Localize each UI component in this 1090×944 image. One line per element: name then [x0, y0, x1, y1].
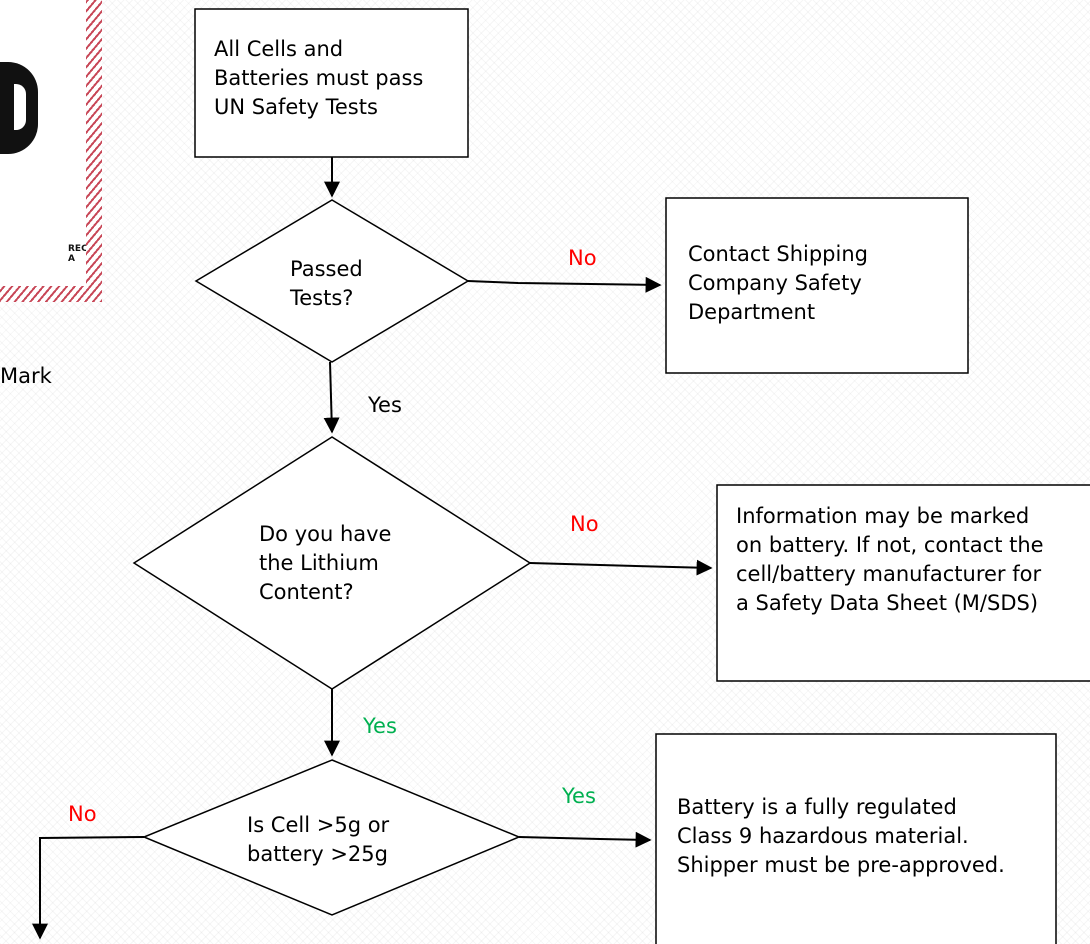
label-card-hatch-border-bottom	[0, 286, 102, 302]
contact-shipping-text: Contact Shipping Company Safety Departme…	[688, 242, 868, 324]
info-marked-text: Information may be marked on battery. If…	[736, 504, 1044, 615]
left-caption: Mark	[0, 364, 52, 388]
arrow-weight-no-down	[32, 836, 145, 940]
weight-no-label: No	[68, 802, 97, 826]
cell-weight-diamond	[142, 759, 521, 916]
cell-weight-text: Is Cell >5g or battery >25g	[247, 813, 390, 866]
contact-shipping-box	[665, 197, 969, 374]
label-card-text: REC A	[68, 244, 88, 264]
info-marked-box	[716, 484, 1090, 682]
lithium-yes-label: Yes	[363, 714, 397, 738]
fully-regulated-text: Battery is a fully regulated Class 9 haz…	[677, 795, 1005, 877]
arrow-passed-no-to-contact	[467, 276, 662, 293]
arrow-lithium-no-to-info	[529, 559, 713, 576]
lithium-no-label: No	[570, 512, 599, 536]
start-box-text: All Cells and Batteries must pass UN Saf…	[214, 37, 424, 119]
passed-yes-label: Yes	[368, 393, 402, 417]
fully-regulated-box	[655, 733, 1057, 944]
lithium-content-text: Do you have the Lithium Content?	[259, 522, 392, 604]
passed-no-label: No	[568, 246, 597, 270]
passed-tests-text: Passed Tests?	[290, 257, 363, 310]
label-card-hatch-border-right	[86, 0, 102, 302]
lithium-battery-label-image: REC A	[0, 0, 102, 302]
lithium-battery-mark-logo	[0, 62, 38, 154]
weight-yes-label: Yes	[562, 784, 596, 808]
arrow-weight-yes-to-regulated	[518, 831, 652, 848]
start-box	[194, 8, 469, 158]
passed-tests-diamond	[194, 199, 470, 363]
arrow-passed-yes-to-lithium	[323, 361, 340, 434]
